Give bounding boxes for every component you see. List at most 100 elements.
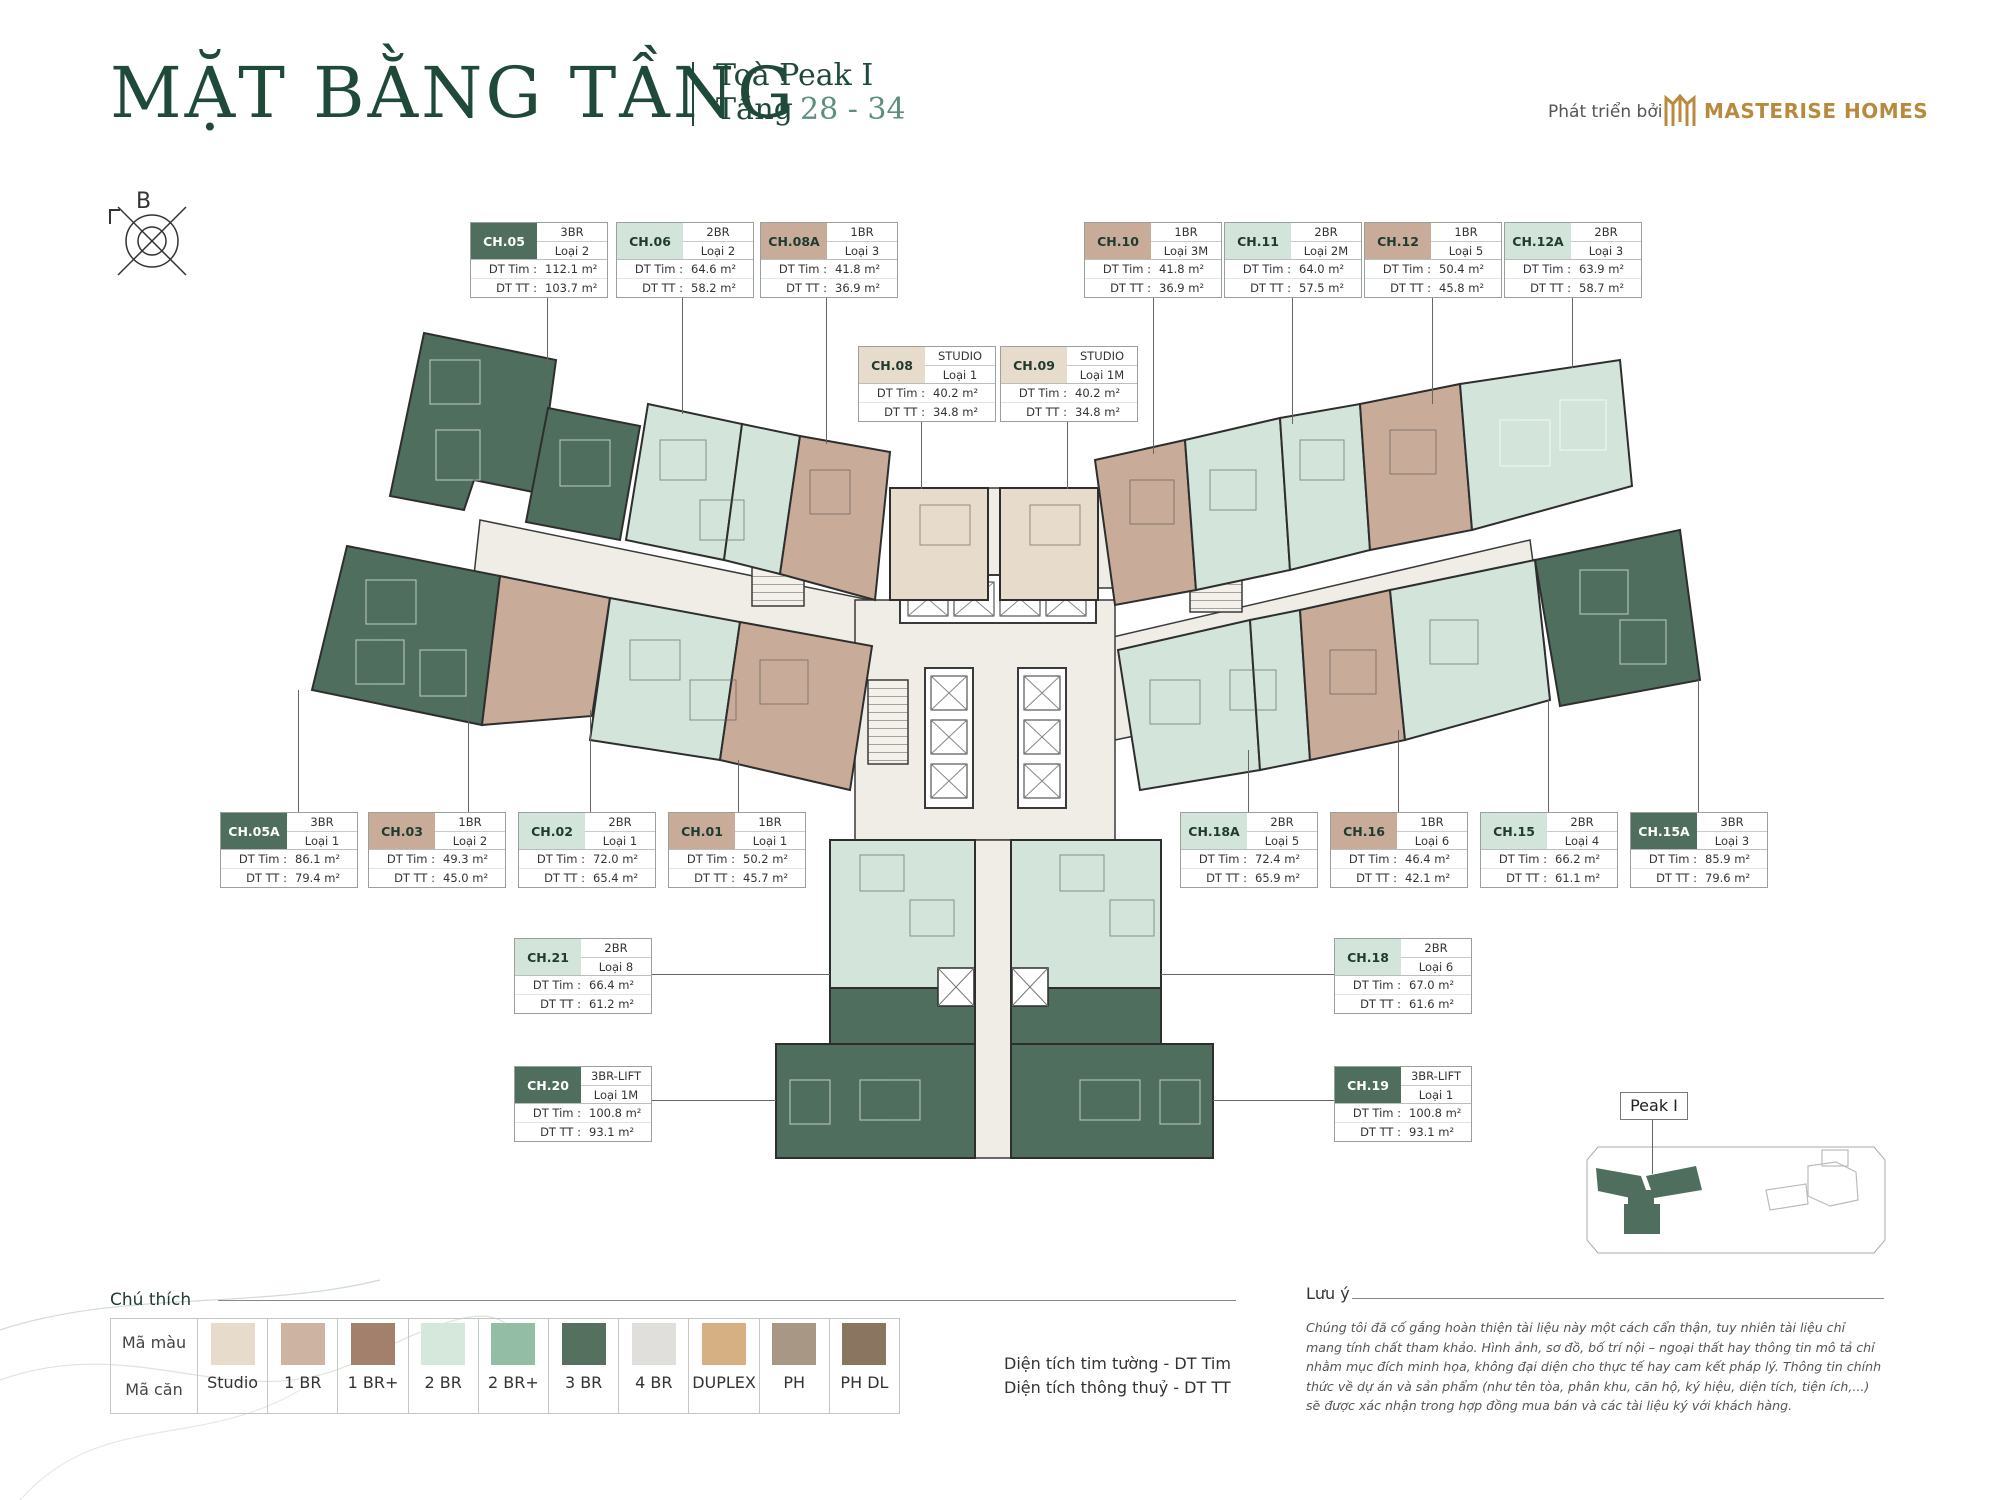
leader-line xyxy=(468,700,469,812)
unit-code: CH.19 xyxy=(1335,1067,1401,1103)
unit-code: CH.18A xyxy=(1181,813,1247,849)
developer-caption: Phát triển bởi xyxy=(1548,102,1663,122)
legend-swatch xyxy=(772,1323,817,1365)
unit-code: CH.11 xyxy=(1225,223,1291,259)
unit-type: 3BR xyxy=(1697,813,1767,832)
south-tower-units xyxy=(775,839,1214,1159)
unit-code: CH.20 xyxy=(515,1067,581,1103)
decorative-swirl xyxy=(0,1279,520,1500)
unit-dt-tim: 72.4 m² xyxy=(1255,852,1301,866)
brand-logo-icon xyxy=(1664,93,1696,126)
unit-dt-tt: 79.4 m² xyxy=(295,871,341,885)
unit-code: CH.12 xyxy=(1365,223,1431,259)
dt-tt-label: DT TT : xyxy=(1360,1125,1401,1139)
dt-tt-label: DT TT : xyxy=(1390,281,1431,295)
leader-line xyxy=(1161,974,1334,975)
unit-code: CH.15 xyxy=(1481,813,1547,849)
legend-swatch xyxy=(351,1323,395,1365)
unit-dt-tim: 63.9 m² xyxy=(1579,262,1625,276)
key-plan-peak1 xyxy=(1596,1166,1702,1234)
brand-name: MASTERISE HOMES xyxy=(1704,99,1929,123)
unit-code: CH.06 xyxy=(617,223,683,259)
leader-line xyxy=(590,710,591,812)
unit-variant: Loại 1 xyxy=(1418,1088,1454,1102)
unit-code: CH.10 xyxy=(1085,223,1151,259)
leader-line xyxy=(1153,294,1154,454)
unit-type: 1BR xyxy=(435,813,505,832)
page-title: MẶT BẰNG TẦNG xyxy=(110,52,796,134)
unit-variant: Loại 8 xyxy=(598,960,634,974)
unit-variant: Loại 3 xyxy=(1588,244,1624,258)
right-wing-upper-units xyxy=(1093,358,1634,607)
unit-variant: Loại 2 xyxy=(452,834,488,848)
dt-tim-label: DT Tim : xyxy=(238,852,287,866)
unit-code: CH.01 xyxy=(669,813,735,849)
dt-tt-label: DT TT : xyxy=(884,405,925,419)
unit-dt-tim: 41.8 m² xyxy=(835,262,881,276)
unit-variant: Loại 3 xyxy=(1714,834,1750,848)
dt-tt-label: DT TT : xyxy=(496,281,537,295)
unit-dt-tim: 64.6 m² xyxy=(691,262,737,276)
unit-dt-tt: 36.9 m² xyxy=(1159,281,1205,295)
unit-dt-tt: 45.8 m² xyxy=(1439,281,1485,295)
dt-tt-label: DT TT : xyxy=(544,871,585,885)
unit-code: CH.02 xyxy=(519,813,585,849)
title-divider xyxy=(692,62,694,126)
unit-type: STUDIO xyxy=(925,347,995,366)
unit-dt-tim: 41.8 m² xyxy=(1159,262,1205,276)
leader-line xyxy=(1548,700,1549,812)
dt-tim-label: DT Tim : xyxy=(488,262,537,276)
unit-code: CH.09 xyxy=(1001,347,1067,383)
unit-type: 1BR xyxy=(1431,223,1501,242)
unit-dt-tim: 50.2 m² xyxy=(743,852,789,866)
unit-dt-tt: 65.9 m² xyxy=(1255,871,1301,885)
unit-code: CH.12A xyxy=(1505,223,1571,259)
leader-line xyxy=(1213,1100,1334,1101)
dt-tim-label: DT Tim : xyxy=(1242,262,1291,276)
unit-dt-tim: 85.9 m² xyxy=(1705,852,1751,866)
unit-type: 2BR xyxy=(1247,813,1317,832)
dt-tim-label: DT Tim : xyxy=(1352,978,1401,992)
unit-dt-tt: 45.7 m² xyxy=(743,871,789,885)
legend-item: 4 BR xyxy=(619,1319,690,1413)
key-plan xyxy=(1586,1146,1886,1254)
legend-row-color-label: Mã màu xyxy=(121,1333,187,1352)
unit-code: CH.05 xyxy=(471,223,537,259)
compass-label: B xyxy=(136,189,151,214)
area-note-dt-tim: Diện tích tim tường - DT Tim xyxy=(1004,1354,1231,1373)
unit-dt-tt: 57.5 m² xyxy=(1299,281,1345,295)
left-wing-upper-units xyxy=(388,331,892,602)
floor-range: 28 - 34 xyxy=(800,92,906,127)
leader-line xyxy=(1698,680,1699,812)
legend-label: DUPLEX xyxy=(692,1373,756,1392)
unit-variant: Loại 4 xyxy=(1564,834,1600,848)
unit-type: 2BR xyxy=(1291,223,1361,242)
legend-label: 4 BR xyxy=(635,1373,673,1392)
unit-dt-tt: 103.7 m² xyxy=(545,281,598,295)
unit-code: CH.21 xyxy=(515,939,581,975)
dt-tim-label: DT Tim : xyxy=(1648,852,1697,866)
unit-dt-tim: 67.0 m² xyxy=(1409,978,1455,992)
unit-type: 3BR xyxy=(287,813,357,832)
building-name: Toà Peak I xyxy=(716,58,874,93)
legend-label: PH DL xyxy=(840,1373,889,1392)
unit-dt-tt: 42.1 m² xyxy=(1405,871,1451,885)
notice-title: Lưu ý xyxy=(1306,1284,1350,1303)
unit-code: CH.03 xyxy=(369,813,435,849)
unit-code: CH.08A xyxy=(761,223,827,259)
key-plan-tag: Peak I xyxy=(1620,1092,1688,1120)
unit-dt-tt: 65.4 m² xyxy=(593,871,639,885)
leader-line xyxy=(652,974,830,975)
unit-type: 2BR xyxy=(683,223,753,242)
dt-tim-label: DT Tim : xyxy=(1352,1106,1401,1120)
